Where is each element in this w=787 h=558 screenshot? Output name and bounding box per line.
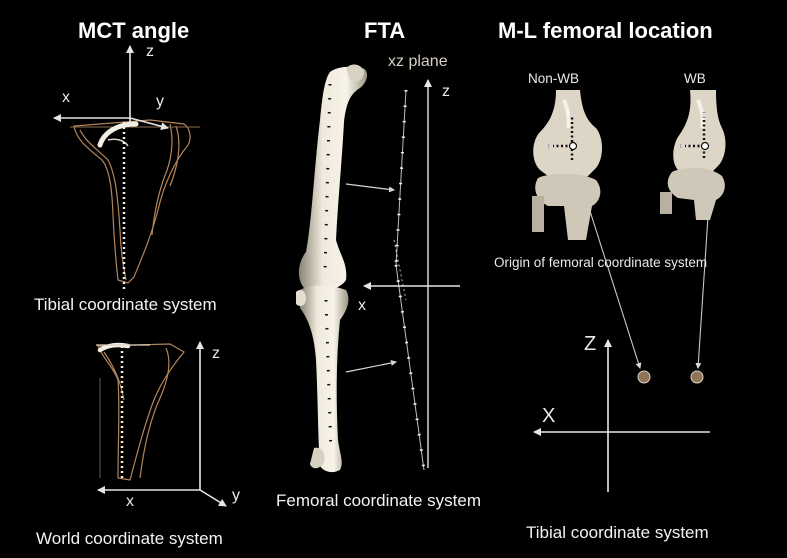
xz-plane-label: xz plane <box>388 53 448 70</box>
femoral-caption: Femoral coordinate system <box>276 491 482 510</box>
mct-y-label: y <box>156 93 164 110</box>
label-wb: WB <box>684 71 706 86</box>
fta-title: FTA <box>364 18 406 43</box>
world-y-axis <box>199 489 227 507</box>
femoral-axis-line <box>395 89 407 266</box>
mct-angle-arc <box>107 138 129 147</box>
mct-curve <box>97 121 139 148</box>
origin-marker-nonwb <box>637 370 651 384</box>
label-nonwb: Non-WB <box>528 71 580 86</box>
mct-z-label: z <box>146 43 154 60</box>
tibial-caption-left: Tibial coordinate system <box>34 295 217 314</box>
fta-x-label: x <box>358 297 366 314</box>
tibia-outline-bottom <box>97 343 185 481</box>
tibia-bone <box>296 285 349 473</box>
mct-title: MCT angle <box>78 18 190 43</box>
leader-nonwb <box>581 185 642 369</box>
pointer-arrow-upper <box>345 183 395 193</box>
tibial-axis-line <box>395 264 425 471</box>
mct-x-label: x <box>62 89 70 106</box>
ml-X-label: X <box>542 405 556 427</box>
fta-angle-guide <box>393 239 407 301</box>
origin-marker-wb <box>690 370 704 384</box>
mct-curve-world <box>97 342 131 353</box>
world-caption: World coordinate system <box>36 529 223 548</box>
world-x-label: x <box>126 493 134 510</box>
world-z-label: z <box>212 345 220 362</box>
femur-bone <box>298 64 368 291</box>
ml-Z-label: Z <box>584 333 597 355</box>
ml-title: M-L femoral location <box>498 18 713 43</box>
origin-label: Origin of femoral coordinate system <box>494 255 708 270</box>
fta-z-label: z <box>442 83 450 100</box>
knee-nonwb <box>532 90 602 240</box>
knee-wb <box>660 90 726 220</box>
pointer-arrow-lower <box>345 360 397 373</box>
tibia-dot-line <box>324 299 333 453</box>
tibial-y-axis <box>129 117 169 131</box>
leader-wb <box>695 185 711 369</box>
world-y-label: y <box>232 487 240 504</box>
knee-wb-markers <box>679 111 710 158</box>
knee-nonwb-markers <box>547 111 578 160</box>
tibia-outline-top <box>73 119 191 284</box>
tibial-caption-right: Tibial coordinate system <box>526 523 709 542</box>
